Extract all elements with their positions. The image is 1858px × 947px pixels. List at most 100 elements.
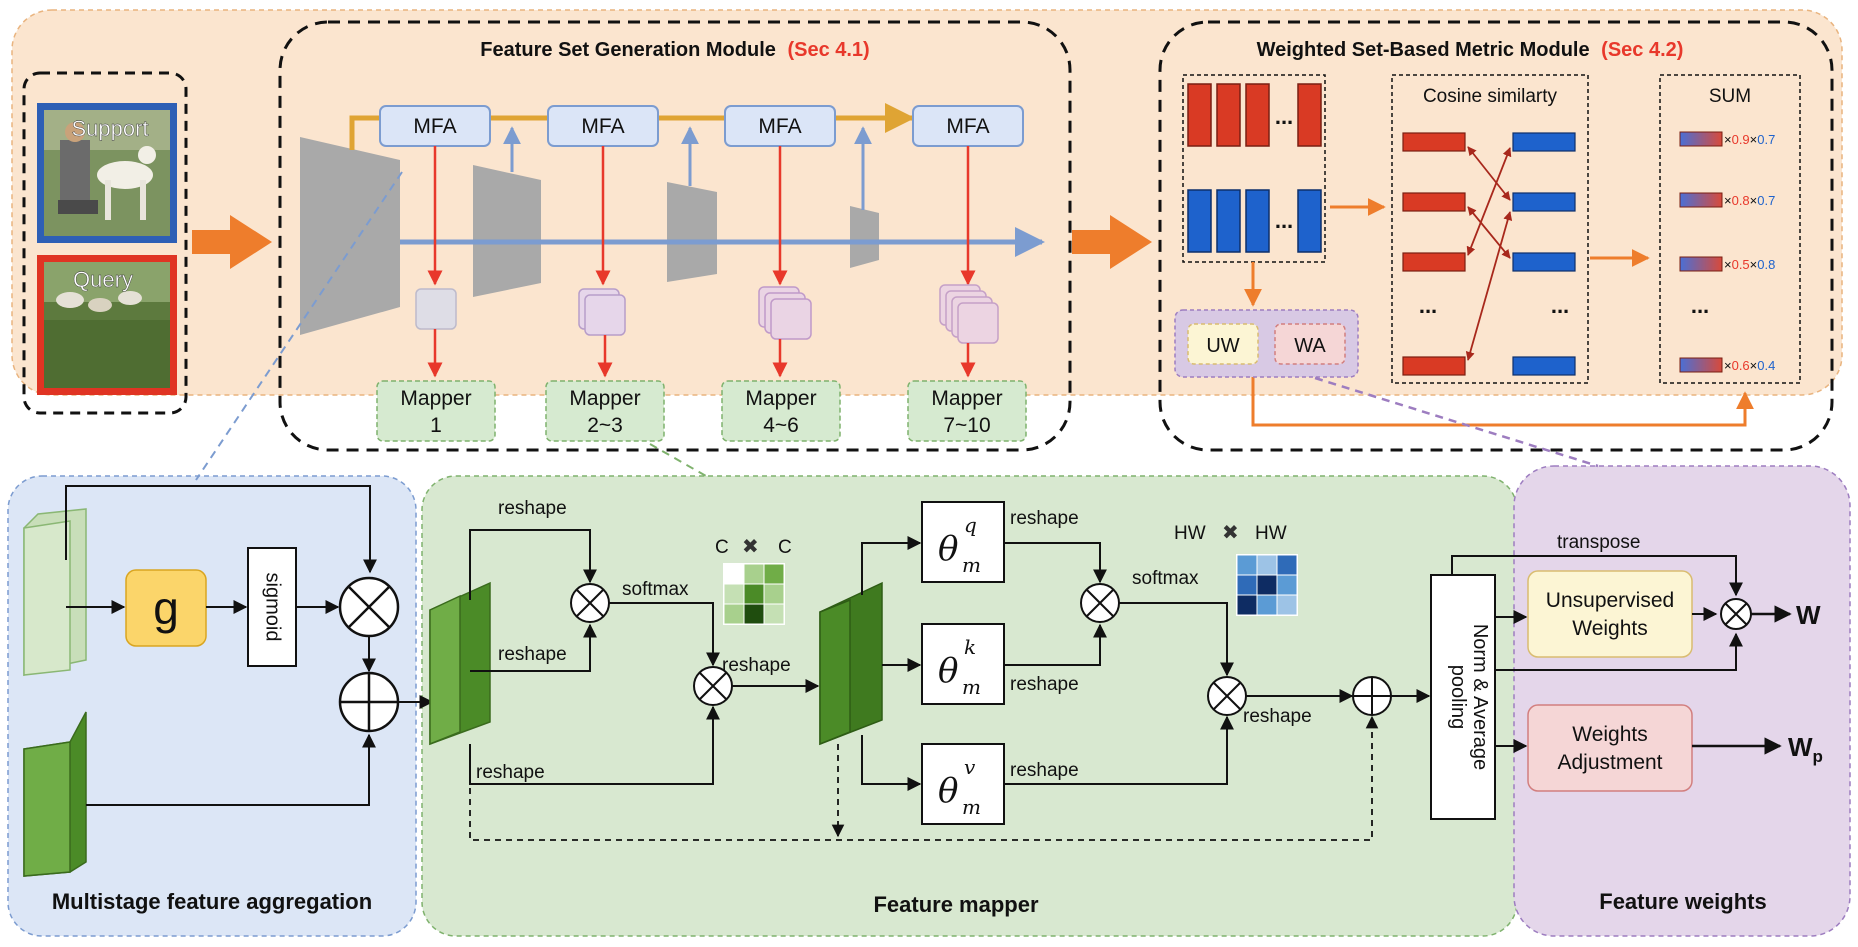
w-output-label: W [1796, 600, 1821, 630]
theta-v-box: θ m v [921, 743, 1005, 825]
query-image [37, 255, 177, 395]
backbone-stage-4 [850, 206, 879, 268]
wsb-title-text: Weighted Set-Based Metric Module [1257, 39, 1590, 61]
c-label-right: C [778, 537, 792, 558]
mfa-box-4: MFA [912, 105, 1024, 147]
mapper-input-block [429, 581, 491, 746]
cosine-match-arrows [1465, 146, 1513, 361]
transpose-path [1451, 555, 1743, 597]
mapper-3-line1: Mapper [745, 387, 816, 410]
feature-stack-3 [758, 286, 812, 340]
sigmoid-label: sigmoid [262, 573, 284, 642]
mapper-3-line2: 4~6 [763, 414, 799, 437]
fsg-section-ref: (Sec 4.1) [787, 39, 869, 61]
feature-square-1 [415, 288, 457, 330]
norm-average-pooling-box: Norm & Average pooling [1430, 574, 1496, 820]
svg-text:×0.6×0.4: ×0.6×0.4 [1724, 358, 1775, 373]
c-label-left: C [715, 537, 729, 558]
sum-weight-3b: 0.8 [1757, 257, 1775, 272]
mapper-panel-title: Feature mapper [873, 892, 1038, 917]
add-icon-mapper [1352, 676, 1392, 716]
theta-q-sup: q [964, 513, 977, 537]
support-image [37, 103, 177, 243]
svg-text:θ: θ [938, 651, 958, 691]
fsg-module-title: Feature Set Generation Module (Sec 4.1) [480, 39, 869, 61]
sum-weight-3a: 0.5 [1732, 257, 1750, 272]
sum-weight-2b: 0.7 [1757, 193, 1775, 208]
theta-k-symbol: θ [938, 651, 958, 691]
theta-q-box: θ m q [921, 501, 1005, 583]
reshape-label-q: reshape [1010, 508, 1079, 529]
sum-times-4a: × [1724, 358, 1732, 373]
mfa-box-1: MFA [379, 105, 491, 147]
input-to-fsg-arrow [192, 215, 272, 269]
adj-line2: Adjustment [1557, 751, 1662, 774]
cosine-left-dots: ... [1419, 293, 1437, 318]
theta-k-sub: m [962, 675, 981, 699]
mapper-box-1: Mapper 1 [376, 380, 496, 442]
norm-to-multiply-bottom [1495, 632, 1743, 671]
sum-title: SUM [1709, 86, 1751, 107]
mapper-4-line1: Mapper [931, 387, 1002, 410]
sum-weight-2a: 0.8 [1732, 193, 1750, 208]
wa-label: WA [1294, 335, 1326, 357]
fsg-to-wsb-arrow [1072, 215, 1152, 269]
theta-k-box: θ m k [921, 623, 1005, 705]
cosine-right-dots: ... [1551, 293, 1569, 318]
unsup-line1: Unsupervised [1546, 589, 1674, 612]
svg-text:×0.8×0.7: ×0.8×0.7 [1724, 193, 1775, 208]
svg-text:θ: θ [938, 529, 958, 569]
reshape-label-3: reshape [476, 762, 545, 783]
mapper-2-line1: Mapper [569, 387, 640, 410]
fsg-module-box [278, 20, 1072, 452]
sum-dots: ... [1691, 293, 1709, 318]
wsb-module-box [1158, 20, 1834, 452]
theta-q-sub: m [962, 553, 981, 577]
c-cross-icon: ✖ [742, 536, 759, 558]
multiply-icon-attn1 [693, 666, 733, 706]
hw-cross-icon: ✖ [1222, 522, 1239, 544]
red-feature-bars [1187, 83, 1322, 147]
softmax-path-2 [1119, 602, 1234, 677]
theta-q-out [1004, 542, 1107, 584]
backbone-stage-3 [667, 182, 717, 282]
backbone-stage-1 [300, 137, 400, 335]
wa-box: WA [1274, 323, 1346, 365]
residual-dashed-path [469, 715, 1379, 841]
c-by-c-matrix-icon: C ✖ C [715, 536, 792, 625]
svg-text:×0.5×0.8: ×0.5×0.8 [1724, 257, 1775, 272]
g-function-box: g [125, 569, 207, 647]
reshape-label-1: reshape [498, 498, 567, 519]
softmax-label-1: softmax [622, 579, 689, 600]
blue-feature-bars [1187, 189, 1322, 253]
sum-times-2b: × [1750, 193, 1758, 208]
multiply-icon-attn2 [1207, 676, 1247, 716]
reshape-label-k: reshape [1010, 674, 1079, 695]
unsupervised-weights-box: Unsupervised Weights [1527, 570, 1693, 658]
feature-stack-2 [578, 288, 626, 336]
weights-to-sum-arrow [1251, 377, 1754, 427]
mapper-box-4: Mapper 7~10 [907, 380, 1027, 442]
support-label: Support [71, 116, 148, 141]
weights-adjustment-box: Weights Adjustment [1527, 704, 1693, 792]
wp-output-label: Wp [1788, 732, 1823, 766]
cosine-right-bars [1512, 132, 1576, 376]
mfa-input-block-light [23, 508, 87, 677]
wp-sub: p [1813, 747, 1823, 766]
softmax-label-2: softmax [1132, 568, 1199, 589]
reshape-branch-1 [469, 529, 597, 600]
input-images-box [22, 71, 188, 415]
reshape-label-2: reshape [498, 644, 567, 665]
wsb-section-ref: (Sec 4.2) [1601, 39, 1683, 61]
mapper-box-2: Mapper 2~3 [545, 380, 665, 442]
uw-box: UW [1187, 323, 1259, 365]
mfa-panel-title: Multistage feature aggregation [52, 889, 372, 914]
sum-times-3b: × [1750, 257, 1758, 272]
mfa-box-2: MFA [547, 105, 659, 147]
reshape-label-4: reshape [722, 655, 791, 676]
red-bars-dots: ... [1275, 104, 1293, 129]
theta-k-sup: k [964, 635, 976, 659]
mapper-4-line2: 7~10 [943, 414, 990, 437]
theta-v-symbol: θ [938, 771, 958, 811]
